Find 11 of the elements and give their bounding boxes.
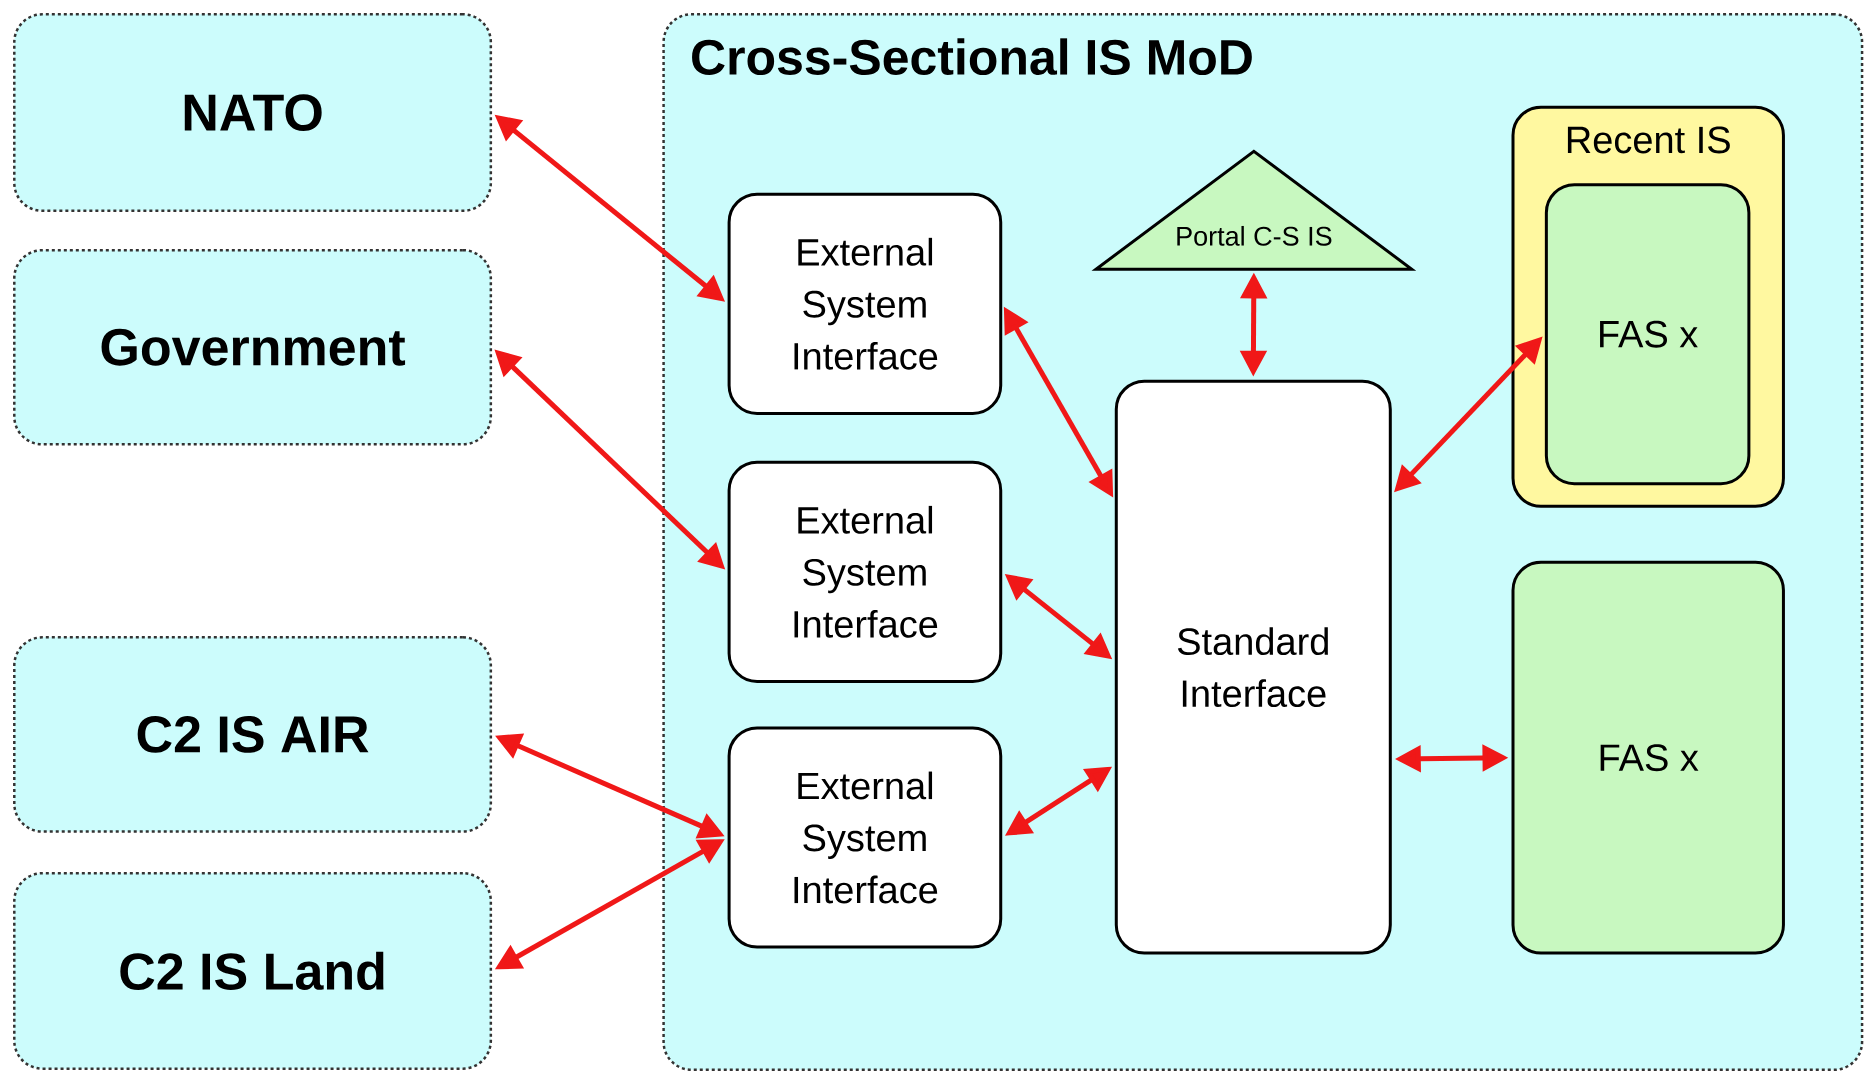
interface-box: External System Interface	[727, 192, 1003, 415]
system-box: FAS x	[1511, 560, 1785, 955]
system-box: Government	[13, 248, 493, 446]
system-box: C2 IS Land	[13, 872, 493, 1070]
interface-box: Standard Interface	[1114, 379, 1392, 955]
interface-box: External System Interface	[727, 726, 1003, 949]
system-box: FAS x	[1544, 183, 1751, 486]
node-label: Portal C-S IS	[1177, 225, 1332, 246]
interface-box: External System Interface	[727, 460, 1003, 683]
system-box: NATO	[13, 13, 493, 213]
system-box: C2 IS AIR	[13, 636, 493, 833]
